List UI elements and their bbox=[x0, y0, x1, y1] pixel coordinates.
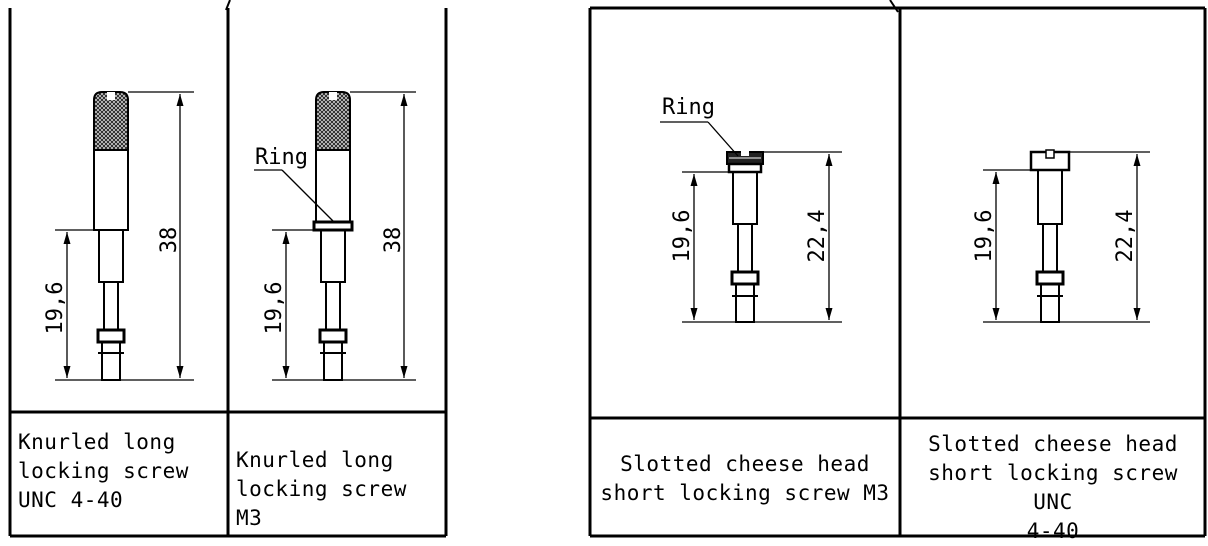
dim-short-1: 19,6 bbox=[43, 282, 68, 335]
ring-label-1: Ring bbox=[255, 145, 308, 170]
screw-knurled-unc: 38 19,6 bbox=[43, 91, 194, 381]
right-table bbox=[588, 0, 1207, 538]
dim-short-4: 19,6 bbox=[972, 210, 997, 263]
caption-knurled-m3: Knurled long locking screw M3 bbox=[236, 448, 407, 530]
screw-slotted-m3: Ring 22,4 19,6 bbox=[660, 95, 842, 323]
ring-label-2: Ring bbox=[662, 95, 715, 120]
caption-slotted-unc: Slotted cheese head short locking screw … bbox=[928, 432, 1178, 543]
dim-long-1: 38 bbox=[157, 227, 182, 254]
caption-knurled-unc: Knurled long locking screw UNC 4-40 bbox=[18, 430, 189, 512]
dim-long-4: 22,4 bbox=[1113, 210, 1138, 263]
screw-knurled-m3: Ring 38 19,6 bbox=[254, 91, 416, 381]
screw-slotted-unc: 22,4 19,6 bbox=[972, 149, 1150, 323]
dim-long-3: 22,4 bbox=[805, 210, 830, 263]
caption-slotted-m3: Slotted cheese head short locking screw … bbox=[600, 452, 890, 505]
dim-short-2: 19,6 bbox=[262, 282, 287, 335]
dim-short-3: 19,6 bbox=[670, 210, 695, 263]
left-table bbox=[8, 0, 448, 538]
dim-long-2: 38 bbox=[381, 227, 406, 254]
